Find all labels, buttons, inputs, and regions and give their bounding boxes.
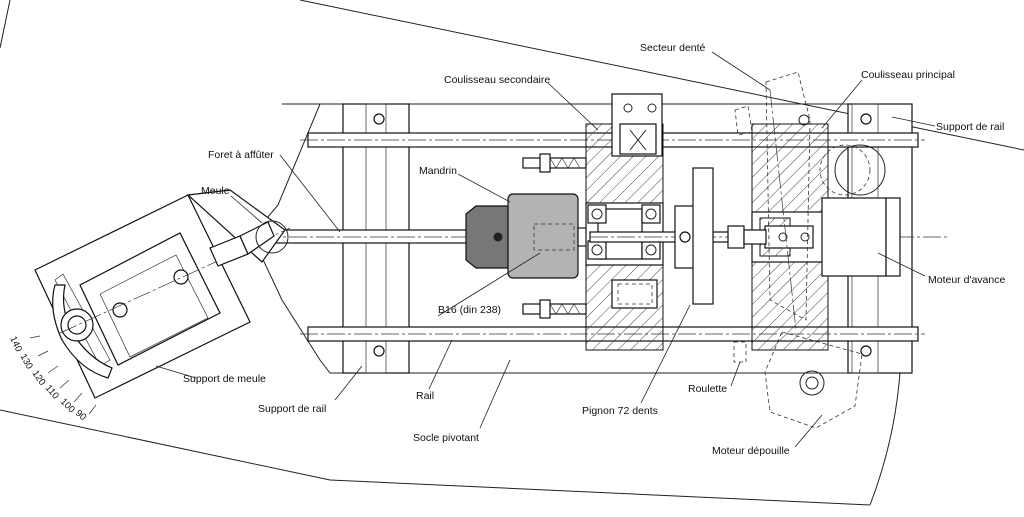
label-socle-pivotant: Socle pivotant (413, 432, 479, 444)
labels: Secteur denté Coulisseau principal Couli… (183, 42, 1005, 457)
label-mandrin: Mandrin (419, 165, 457, 177)
label-b16: B16 (din 238) (438, 304, 501, 316)
label-moteur-avance: Moteur d'avance (928, 274, 1005, 286)
label-moteur-depouille: Moteur dépouille (712, 445, 790, 457)
label-support-de-rail-right: Support de rail (936, 121, 1004, 133)
label-roulette: Roulette (688, 383, 727, 395)
scale-120: 120 (30, 368, 48, 387)
drill-bit (261, 229, 471, 244)
moteur-avance (819, 144, 901, 277)
spring-screws (522, 153, 587, 319)
label-coulisseau-secondaire: Coulisseau secondaire (444, 74, 550, 86)
leader-lines (155, 51, 936, 448)
label-support-de-rail-bottom: Support de rail (258, 403, 326, 415)
coulisseau-secondaire (585, 93, 664, 351)
label-foret-a-affuter: Foret à affûter (208, 149, 274, 161)
label-meule: Meule (201, 185, 230, 197)
scale-110: 110 (43, 383, 61, 402)
chuck (465, 193, 591, 279)
scale-140: 140 (7, 335, 24, 354)
secteur-dente (734, 71, 811, 331)
roulette (733, 341, 747, 363)
scale-90: 90 (73, 408, 88, 423)
label-secteur-dente: Secteur denté (640, 42, 706, 54)
scale-100: 100 (58, 396, 77, 415)
label-pignon: Pignon 72 dents (582, 405, 658, 417)
pignon-72-dents (674, 167, 714, 305)
support-de-meule (34, 189, 291, 399)
coulisseau-principal (727, 123, 829, 351)
label-coulisseau-principal: Coulisseau principal (861, 69, 955, 81)
label-rail: Rail (416, 390, 434, 402)
label-support-de-meule: Support de meule (183, 373, 266, 385)
scale-130: 130 (17, 352, 34, 371)
moteur-depouille (764, 331, 863, 429)
